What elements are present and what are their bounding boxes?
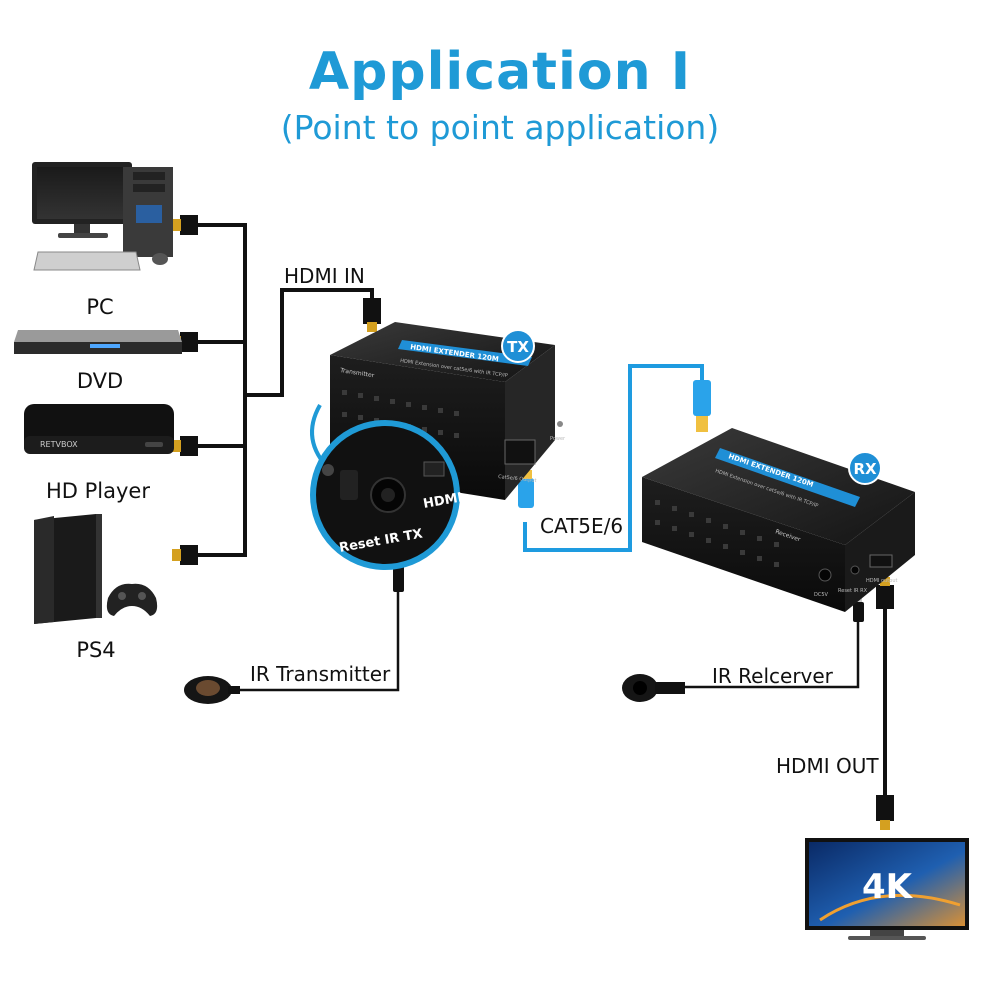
rx-port-dc: DC5V: [814, 592, 829, 598]
cat-cable: [523, 364, 704, 552]
rx-port-reset: Reset IR RX: [838, 588, 868, 594]
label-hdmi-in: HDMI IN: [284, 264, 365, 288]
source-label-ps4: PS4: [76, 638, 115, 662]
rx-vents: [655, 500, 779, 567]
hdmi-plug-tv: [876, 795, 894, 830]
pc-illustration: [32, 162, 173, 271]
label-ir-transmitter: IR Transmitter: [250, 662, 391, 686]
hdmi-plug-ps4: [172, 545, 198, 565]
hdmi-cables: [198, 223, 887, 795]
ir-transmitter-eye: [184, 676, 240, 704]
hdmi-plug-pc: [172, 215, 198, 235]
source-label-pc: PC: [86, 295, 113, 319]
rj45-plug-rx: [693, 380, 711, 432]
label-hdmi-out: HDMI OUT: [776, 754, 879, 778]
tx-power-text: Power: [550, 436, 566, 442]
tx-port-text: Cat5e/6 Output: [498, 474, 537, 484]
hdmi-plug-hdplayer: [172, 436, 198, 456]
tv-illustration: 4K: [805, 838, 969, 940]
hdplayer-illustration: RETVBOX: [24, 404, 174, 454]
tx-zoom-hdmi: HDMI: [422, 490, 463, 512]
rx-badge: RX: [853, 460, 877, 478]
ps4-illustration: [34, 514, 158, 624]
dvd-illustration: [14, 330, 182, 354]
hdmi-plug-tx-in: [363, 298, 381, 332]
ir-cables: [228, 592, 860, 692]
tv-4k-text: 4K: [862, 867, 914, 907]
page-subtitle: (Point to point application): [280, 108, 720, 147]
hdmi-plug-rx-out: [876, 577, 894, 609]
settop-brand-text: RETVBOX: [40, 440, 78, 449]
tx-zoom-inset: Reset IR TX HDMI: [310, 404, 464, 570]
ir-receiver-eye: [622, 674, 685, 702]
tx-badge: TX: [507, 338, 529, 356]
page-title: Application Ⅰ: [308, 42, 692, 102]
source-label-dvd: DVD: [77, 369, 123, 393]
source-label-hdplayer: HD Player: [46, 479, 150, 503]
rx-port-hdmi: HDMI output: [866, 578, 898, 584]
label-cat: CAT5E/6: [540, 514, 624, 538]
rx-extender: HDMI EXTENDER 120M HDMI Extension over c…: [642, 428, 915, 612]
label-ir-receiver: IR Relcerver: [712, 664, 833, 688]
